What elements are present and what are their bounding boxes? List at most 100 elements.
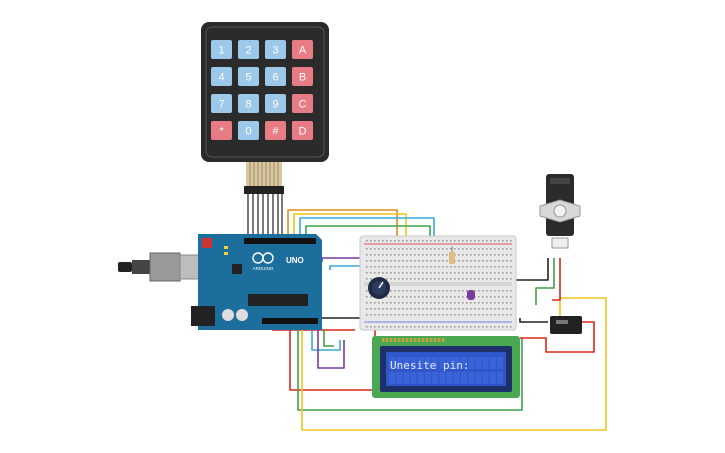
breadboard-hole (434, 296, 436, 298)
keypad-key-A[interactable] (292, 40, 313, 59)
relay-module (550, 316, 582, 334)
breadboard-hole (430, 240, 432, 242)
breadboard-hole (398, 314, 400, 316)
breadboard-hole (374, 254, 376, 256)
lcd-cell (475, 372, 482, 384)
tx-led (224, 246, 228, 249)
breadboard-hole (486, 266, 488, 268)
breadboard-hole (434, 260, 436, 262)
breadboard-hole (458, 290, 460, 292)
breadboard-hole (506, 290, 508, 292)
breadboard-hole (402, 308, 404, 310)
breadboard-hole (470, 260, 472, 262)
wire-green-lcd[interactable] (323, 330, 334, 347)
potentiometer-indicator (378, 281, 384, 289)
breadboard-hole (406, 240, 408, 242)
keypad-key-6[interactable] (265, 67, 286, 86)
breadboard-hole (434, 248, 436, 250)
keypad-key-C[interactable] (292, 94, 313, 113)
breadboard-hole (390, 272, 392, 274)
wire-purple-lcd[interactable] (317, 330, 345, 369)
breadboard-hole (462, 272, 464, 274)
breadboard-hole (454, 290, 456, 292)
breadboard-hole (426, 296, 428, 298)
wire-red-servo[interactable] (552, 258, 561, 301)
breadboard-hole (414, 314, 416, 316)
lcd-pin (410, 338, 413, 342)
breadboard-hole (410, 254, 412, 256)
breadboard-hole (422, 272, 424, 274)
breadboard-hole (442, 260, 444, 262)
breadboard-hole (414, 278, 416, 280)
keypad-key-5[interactable] (238, 67, 259, 86)
breadboard-hole (502, 266, 504, 268)
keypad-key-#[interactable] (265, 121, 286, 140)
breadboard-hole (458, 240, 460, 242)
breadboard-hole (410, 326, 412, 328)
breadboard-hole (418, 260, 420, 262)
breadboard-hole (462, 296, 464, 298)
lcd-cell (432, 357, 439, 369)
breadboard-hole (374, 248, 376, 250)
breadboard-hole (482, 308, 484, 310)
keypad-key-1[interactable] (211, 40, 232, 59)
breadboard-hole (506, 240, 508, 242)
breadboard-hole (494, 326, 496, 328)
breadboard-hole (426, 272, 428, 274)
breadboard-hole (486, 278, 488, 280)
keypad-key-8[interactable] (238, 94, 259, 113)
keypad-key-2[interactable] (238, 40, 259, 59)
lcd-pin (406, 338, 409, 342)
breadboard-hole (422, 290, 424, 292)
breadboard-hole (510, 296, 512, 298)
keypad-key-*[interactable] (211, 121, 232, 140)
reset-button[interactable] (202, 238, 212, 248)
breadboard-hole (438, 278, 440, 280)
wire-green-servo[interactable] (535, 258, 555, 305)
wire-green-long[interactable] (297, 330, 523, 411)
breadboard-hole (394, 278, 396, 280)
keypad-key-4[interactable] (211, 67, 232, 86)
breadboard-hole (410, 272, 412, 274)
breadboard-hole (494, 290, 496, 292)
breadboard-hole (486, 254, 488, 256)
breadboard-hole (418, 240, 420, 242)
breadboard-hole (478, 308, 480, 310)
wire-yellow-long[interactable] (301, 297, 607, 431)
breadboard-hole (438, 326, 440, 328)
lcd-pin (422, 338, 425, 342)
keypad-key-D[interactable] (292, 121, 313, 140)
breadboard-hole (486, 290, 488, 292)
breadboard-hole (506, 248, 508, 250)
lcd-cell (446, 357, 453, 369)
breadboard-hole (466, 326, 468, 328)
breadboard-hole (374, 308, 376, 310)
keypad-key-0[interactable] (238, 121, 259, 140)
breadboard-hole (382, 326, 384, 328)
keypad-key-7[interactable] (211, 94, 232, 113)
wire-red-relay[interactable] (520, 321, 595, 353)
breadboard-hole (502, 326, 504, 328)
breadboard-hole (418, 326, 420, 328)
breadboard-hole (438, 266, 440, 268)
keypad-key-9[interactable] (265, 94, 286, 113)
breadboard-hole (510, 240, 512, 242)
wire-black-relay[interactable] (519, 318, 548, 323)
breadboard-hole (414, 240, 416, 242)
breadboard-hole (430, 254, 432, 256)
keypad-key-B[interactable] (292, 67, 313, 86)
wire-blue-lcd[interactable] (311, 330, 341, 351)
breadboard-hole (438, 254, 440, 256)
breadboard-hole (482, 314, 484, 316)
keypad-key-3[interactable] (265, 40, 286, 59)
breadboard-hole (406, 308, 408, 310)
breadboard-hole (410, 302, 412, 304)
breadboard-hole (398, 278, 400, 280)
breadboard-hole (462, 266, 464, 268)
breadboard-hole (386, 272, 388, 274)
breadboard-hole (494, 248, 496, 250)
breadboard-hole (370, 314, 372, 316)
breadboard-hole (490, 308, 492, 310)
breadboard-hole (414, 296, 416, 298)
